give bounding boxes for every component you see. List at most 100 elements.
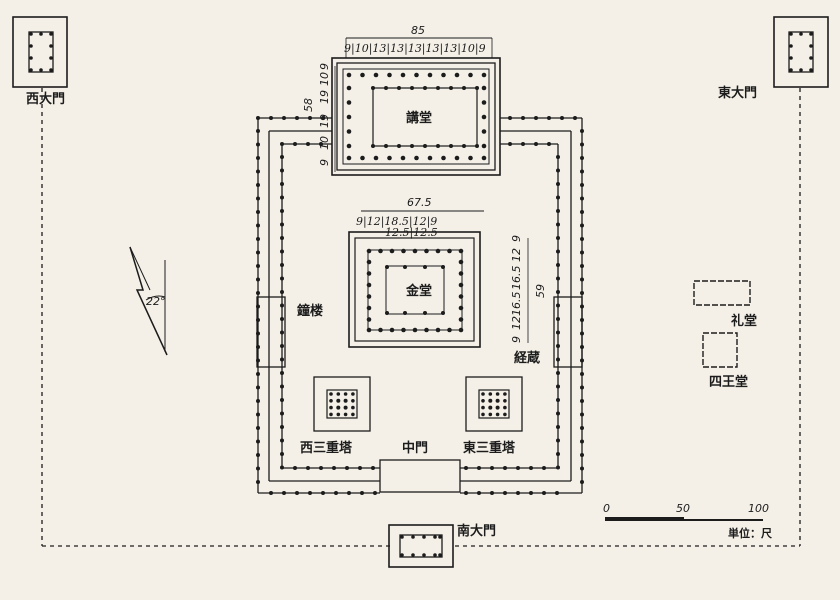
lecture-depth-part: 10	[318, 136, 331, 150]
bell-tower-label: 鐘楼	[297, 303, 323, 319]
column-post	[412, 248, 418, 254]
column-post	[481, 129, 487, 134]
golden-depth-total: 59	[534, 284, 547, 298]
column-post	[346, 85, 352, 91]
cloister-post	[464, 466, 468, 470]
cloister-post	[256, 223, 260, 228]
east-pagoda-posts	[481, 392, 507, 417]
pagoda-post	[329, 405, 333, 410]
cloister-post	[293, 466, 297, 470]
column-post	[458, 271, 464, 276]
cloister-post	[256, 196, 260, 201]
cloister-post	[556, 465, 560, 470]
column-post	[366, 305, 372, 311]
cloister-post	[256, 142, 260, 147]
cloister-post	[293, 142, 297, 146]
pagoda-post	[351, 399, 355, 403]
cloister-post	[503, 491, 507, 495]
cloister-post	[256, 156, 260, 160]
cloister-post	[280, 425, 284, 429]
cloister-post	[556, 330, 560, 335]
column-post	[481, 114, 487, 120]
column-post	[366, 248, 372, 254]
pagoda-post	[329, 399, 333, 403]
scale-tick-0: 0	[603, 502, 610, 515]
column-post	[475, 86, 479, 90]
cloister-post	[580, 183, 584, 187]
cloister-post	[580, 156, 584, 160]
east-pagoda-label: 東三重塔	[463, 440, 516, 456]
bell-tower: 鐘楼	[256, 296, 323, 368]
column-post	[414, 155, 419, 161]
cloister-post	[556, 398, 560, 402]
golden-width-total: 67.5	[407, 196, 432, 209]
column-post	[397, 86, 401, 90]
cloister-post	[580, 480, 584, 484]
cloister-post	[555, 491, 559, 495]
cloister-post	[280, 276, 284, 281]
column-post	[385, 265, 389, 269]
golden-depth-part: 16.5	[510, 292, 523, 317]
pagoda-post	[336, 392, 341, 396]
pagoda-post	[329, 412, 333, 417]
column-post	[447, 248, 452, 254]
column-post	[366, 282, 372, 288]
west-pagoda-posts	[329, 392, 355, 417]
cloister-post	[345, 466, 349, 470]
lecture-hall-dimensions: 85 9|10|13|13|13|13|13|10|9 58 910191910…	[302, 24, 493, 172]
column-post	[481, 72, 487, 78]
cloister-post	[280, 290, 284, 294]
scale-unit: 単位：尺	[728, 526, 772, 540]
cloister-post	[280, 249, 284, 254]
cloister-post	[269, 116, 273, 120]
cloister-post	[542, 466, 546, 470]
cloister-post	[280, 195, 284, 200]
west-gate-label: 西大門	[26, 91, 65, 107]
east-pagoda: 東三重塔	[463, 376, 523, 456]
column-post	[410, 144, 414, 148]
column-post	[403, 311, 407, 315]
pagoda-post	[343, 392, 348, 396]
pagoda-post	[503, 405, 507, 410]
column-post	[346, 143, 352, 149]
cloister-post	[332, 466, 336, 470]
pagoda-post	[488, 412, 493, 417]
column-post	[447, 327, 452, 333]
cloister-post	[580, 142, 584, 147]
column-post	[346, 114, 352, 120]
pagoda-post	[351, 392, 355, 396]
pagoda-post	[343, 412, 348, 417]
scale-bar: 0 50 100 単位：尺	[603, 502, 772, 540]
cloister-post	[295, 491, 299, 495]
cloister-post	[464, 491, 468, 495]
cloister-post	[556, 438, 560, 443]
column-post	[468, 155, 473, 161]
lecture-hall-posts	[346, 72, 487, 161]
lecture-bay-dimensions: 9|10|13|13|13|13|13|10|9	[344, 42, 486, 56]
cloister-post	[490, 466, 494, 470]
cloister-post	[256, 183, 260, 187]
cloister-post	[556, 263, 560, 267]
column-post	[423, 86, 427, 90]
cloister-post	[503, 466, 507, 470]
cloister-post	[256, 169, 260, 174]
sutra-repository: 経蔵	[514, 296, 583, 368]
pagoda-post	[336, 412, 341, 417]
pagoda-post	[351, 412, 355, 417]
cloister-post	[282, 491, 286, 495]
cloister-post	[556, 425, 560, 429]
cloister-post	[529, 491, 533, 495]
column-post	[435, 248, 441, 254]
pagoda-post	[503, 392, 507, 396]
column-post	[458, 294, 464, 299]
column-post	[427, 155, 433, 161]
cloister-post	[306, 142, 310, 146]
column-post	[441, 265, 445, 269]
golden-hall-label: 金堂	[405, 283, 432, 299]
cloister-post	[280, 452, 284, 456]
cloister-post	[556, 317, 560, 321]
column-post	[384, 144, 388, 148]
cloister-post	[529, 466, 533, 470]
cloister-post	[556, 222, 560, 227]
